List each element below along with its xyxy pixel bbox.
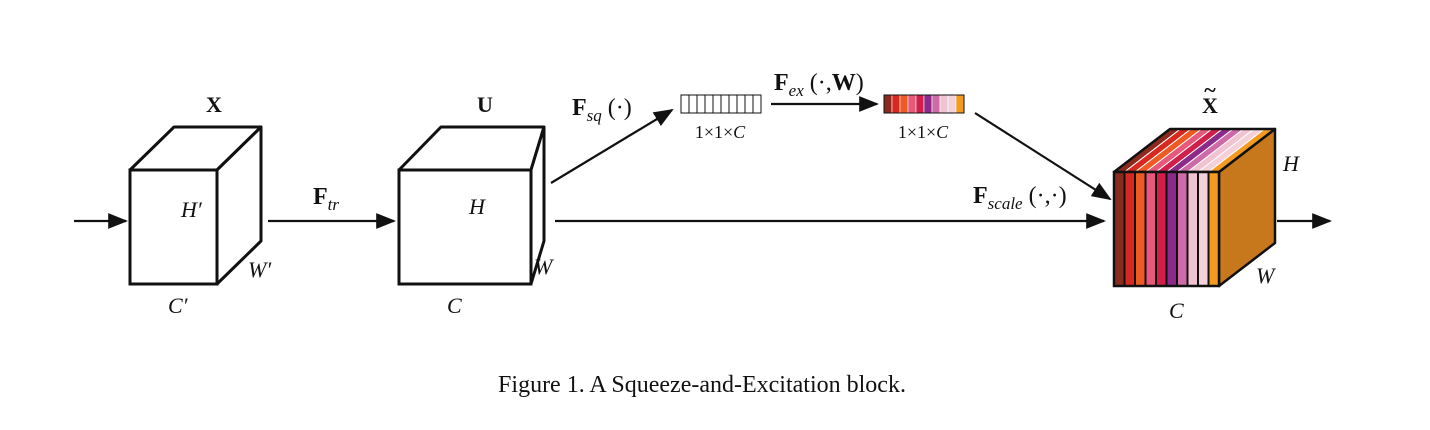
output-channel-slice xyxy=(1123,171,1136,287)
vector-cell xyxy=(915,94,925,114)
vector-cell xyxy=(688,94,698,114)
u-width-label: W xyxy=(534,254,554,279)
x-channel-label: C′ xyxy=(168,293,189,318)
f-sq-label: Fsq (·) xyxy=(572,95,632,125)
output-channel-slice xyxy=(1113,171,1126,287)
scale-weights-arrow xyxy=(974,112,1112,201)
vector-cell xyxy=(736,94,746,114)
output-channel-slice xyxy=(1134,171,1147,287)
figure-caption: Figure 1. A Squeeze-and-Excitation block… xyxy=(498,372,906,398)
vector-cell xyxy=(744,94,754,114)
vector-cell xyxy=(704,94,714,114)
output-channel-slice xyxy=(1144,171,1157,287)
out-width-label: W xyxy=(1256,263,1276,288)
output-channel-slice xyxy=(1155,171,1168,287)
output-channel-slice xyxy=(1207,171,1220,287)
u-title: U xyxy=(477,92,493,117)
u-channel-label: C xyxy=(447,293,462,318)
output-channel-slice xyxy=(1165,171,1178,287)
vector-cell xyxy=(899,94,909,114)
excited-vector xyxy=(883,94,965,114)
vector-cell xyxy=(939,94,949,114)
vector-cell xyxy=(955,94,965,114)
vector-cell xyxy=(696,94,706,114)
squeeze-arrow xyxy=(550,108,674,184)
x-height-label: H′ xyxy=(180,197,203,222)
output-tensor-x-tilde xyxy=(1112,127,1277,288)
vector-cell xyxy=(680,94,690,114)
output-channel-slice xyxy=(1176,171,1189,287)
vector2-dims-label: 1×1×C xyxy=(898,122,949,142)
vector-cell xyxy=(728,94,738,114)
vector-cell xyxy=(947,94,957,114)
squeezed-vector xyxy=(680,94,762,114)
output-channel-slice xyxy=(1186,171,1199,287)
f-tr-label: Ftr xyxy=(313,184,339,214)
f-ex-label: Fex (·,W) xyxy=(774,70,864,100)
f-scale-label: Fscale (·,·) xyxy=(973,183,1067,213)
input-tensor-x: X H′ W′ C′ xyxy=(128,92,272,318)
feature-tensor-u: U H W C xyxy=(397,92,554,318)
vector-cell xyxy=(883,94,893,114)
out-height-label: H xyxy=(1282,151,1300,176)
x-tilde-accent: ~ xyxy=(1204,77,1216,102)
vector-cell xyxy=(891,94,901,114)
out-channel-label: C xyxy=(1169,298,1184,323)
x-tilde-title: X xyxy=(1202,93,1218,118)
vector-cell xyxy=(720,94,730,114)
vector-cell xyxy=(752,94,762,114)
u-height-label: H xyxy=(468,194,486,219)
vector-cell xyxy=(907,94,917,114)
vector-cell xyxy=(712,94,722,114)
output-channel-slice xyxy=(1197,171,1210,287)
x-width-label: W′ xyxy=(248,257,272,282)
vector-cell xyxy=(931,94,941,114)
vector1-dims-label: 1×1×C xyxy=(695,122,746,142)
vector-cell xyxy=(923,94,933,114)
x-title: X xyxy=(206,92,222,117)
